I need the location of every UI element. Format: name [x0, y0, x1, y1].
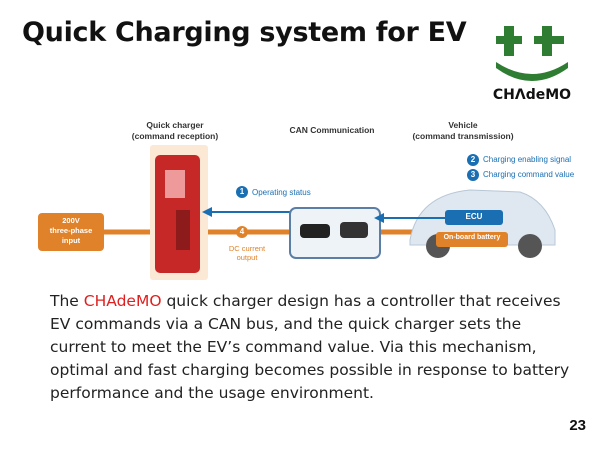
signal-label-3: Charging command value: [483, 170, 575, 179]
input-box: [38, 213, 104, 251]
signal-badge-3: 3: [467, 169, 479, 181]
slide-title: Quick Charging system for EV: [22, 17, 467, 48]
can-label: CAN Communication: [289, 125, 375, 135]
chademo-highlight: CHAdeMO: [83, 292, 162, 310]
chademo-logo-icon: [496, 26, 568, 81]
ecu-label: ECU: [465, 212, 483, 221]
vehicle-label: Vehicle (command transmission): [412, 120, 514, 141]
dc-current-badge: 4: [236, 226, 248, 238]
page-number: 23: [569, 417, 586, 434]
signal-label-2: Charging enabling signal: [483, 155, 572, 164]
logo-wordmark: CHΛdeMO: [492, 87, 572, 103]
dc-current-label: DC current output: [228, 244, 266, 262]
can-box: [289, 207, 381, 259]
input-box-label: 200V three-phase input: [49, 216, 93, 245]
charging-diagram: [38, 145, 556, 280]
quick-charger-label: Quick charger (command reception): [131, 120, 219, 141]
body-paragraph: The CHAdeMO quick charger design has a c…: [50, 292, 570, 402]
operating-status-badge: 1: [236, 186, 248, 198]
battery-box: [436, 232, 508, 247]
operating-status-label: Operating status: [252, 188, 311, 197]
battery-label: On-board battery: [443, 234, 501, 241]
ecu-box: [445, 210, 503, 225]
signal-badge-2: 2: [467, 154, 479, 166]
